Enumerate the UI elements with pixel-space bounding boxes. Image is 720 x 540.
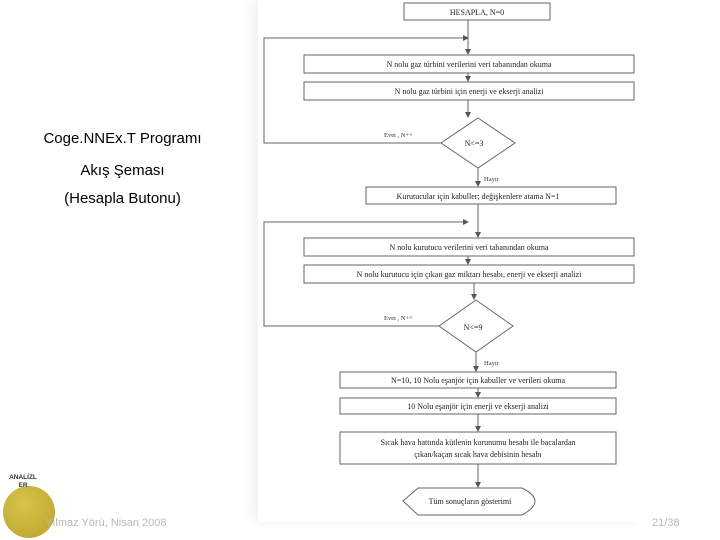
- start-box: [403, 2, 551, 21]
- loop1-line: [263, 35, 469, 144]
- start-label: HESAPLA, N=0: [450, 8, 504, 17]
- hot-air-label-line1: Sıcak hava hattında kütlenin korunumu he…: [381, 438, 576, 447]
- slide-title-line1: Coge.NNEx.T Programı: [43, 130, 202, 147]
- analyze-turbine-box: [303, 81, 635, 101]
- dryer-init-label: Kurutucular için kabuller; değişkenlere …: [397, 192, 560, 201]
- analyze-dryer-box: [303, 264, 635, 284]
- decision2-label: N<=9: [464, 323, 483, 332]
- hot-air-box: [339, 431, 617, 465]
- decision1-label: N<=3: [465, 139, 484, 148]
- analyze-dryer-label: N nolu kurutucu için çıkan gaz miktarı h…: [357, 270, 583, 279]
- read-dryer-box: [303, 237, 635, 257]
- read-dryer-label: N nolu kurutucu verilerini veri tabanınd…: [389, 243, 549, 252]
- logo-circle: [3, 486, 55, 538]
- exchanger-analyze-label: 10 Nolu eşanjör için enerji ve ekserji a…: [407, 402, 549, 411]
- loop1-yes-label: Evet , N++: [384, 132, 413, 139]
- logo-text: ANALİZL ER: [6, 474, 40, 490]
- read-turbine-label: N nolu gaz türbini verilerini veri taban…: [386, 60, 552, 69]
- logo-text-line1: ANALİZL: [9, 474, 37, 481]
- footer-page-number: 21/38: [652, 517, 680, 529]
- hot-air-label-line2: çıkan/kaçan sıcak hava debisinin hesabı: [414, 450, 542, 459]
- results-label: Tüm sonuçların gösterimi: [429, 497, 512, 506]
- loop2-line: [263, 219, 469, 327]
- logo-text-line2: ER: [18, 482, 28, 489]
- footer-author: Yılmaz Yörü, Nisan 2008: [45, 517, 167, 529]
- analyze-turbine-label: N nolu gaz türbini için enerji ve ekserj…: [395, 87, 545, 96]
- exchanger-read-label: N=10, 10 Nolu eşanjör için kabuller ve v…: [391, 376, 565, 385]
- results-display-shape: [402, 487, 536, 516]
- read-turbine-box: [303, 54, 635, 74]
- decision2-no-label: Hayır: [484, 360, 500, 367]
- loop2-yes-label: Evet , N++: [384, 315, 413, 322]
- dryer-init-box: [365, 186, 617, 205]
- slide-title-line3: (Hesapla Butonu): [64, 190, 181, 207]
- decision1-no-label: Hayır: [484, 176, 500, 183]
- slide-title-line2: Akış Şeması: [80, 162, 165, 179]
